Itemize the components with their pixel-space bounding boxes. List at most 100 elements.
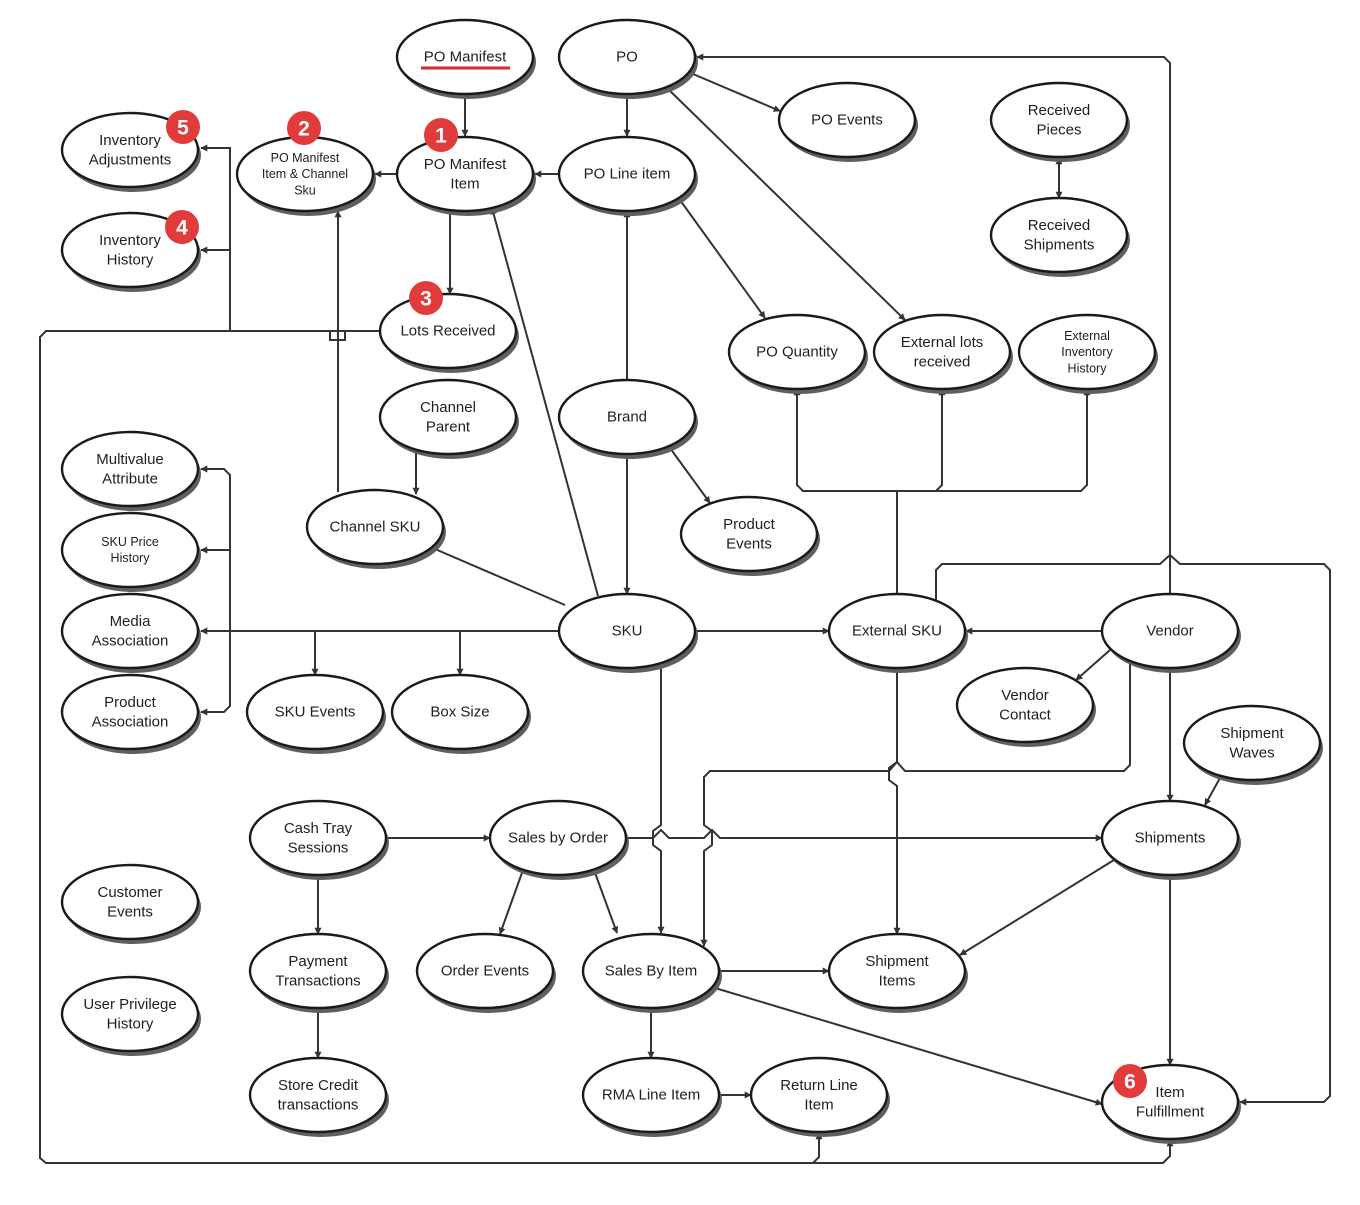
node-po[interactable]: PO: [557, 18, 698, 99]
node-shape: [1017, 313, 1157, 391]
node-label: Shipments: [1024, 236, 1095, 253]
node-channel-sku[interactable]: Channel SKU: [305, 488, 446, 569]
node-shape: [60, 673, 200, 751]
node-shape: [749, 1056, 889, 1134]
node-box-size[interactable]: Box Size: [390, 673, 531, 754]
edge-sales-by-order-to-shipments: [626, 828, 1103, 842]
node-po-events[interactable]: PO Events: [777, 81, 918, 162]
node-label: PO Manifest: [271, 151, 340, 165]
badge-number: 6: [1124, 1071, 1136, 1094]
node-shape: [557, 135, 697, 213]
node-shape: [955, 666, 1095, 744]
node-label: Vendor: [1146, 623, 1194, 640]
node-label: Vendor: [1001, 687, 1049, 704]
node-sales-by-item[interactable]: Sales By Item: [581, 932, 722, 1013]
badge-circle: [166, 110, 200, 144]
node-shape: [557, 592, 697, 670]
edge-po-to-po-events: [692, 73, 781, 112]
edge-external-sku-to-item-fulfillment: [935, 553, 1331, 1106]
node-label: Sales By Item: [605, 963, 698, 980]
node-label: External lots: [901, 334, 984, 351]
edge-sku-to-sales-by-item: [652, 667, 665, 934]
node-po-line-item[interactable]: PO Line item: [557, 135, 698, 216]
node-label: PO Quantity: [756, 344, 838, 361]
node-shape: [827, 932, 967, 1010]
edge-sales-by-item-to-item-fulfillment: [714, 987, 1103, 1106]
step-badge-inventory-adjustments: 5: [166, 110, 200, 144]
node-label: Sales by Order: [508, 830, 608, 847]
node-label: Contact: [999, 706, 1052, 723]
node-shape: [395, 18, 535, 96]
node-label: Events: [107, 903, 153, 920]
node-label: Fulfillment: [1136, 1103, 1205, 1120]
node-order-events[interactable]: Order Events: [415, 932, 556, 1013]
node-shape: [989, 81, 1129, 159]
node-shape: [60, 592, 200, 670]
node-po-quantity[interactable]: PO Quantity: [727, 313, 868, 394]
node-shape: [777, 81, 917, 159]
node-rma-line-item[interactable]: RMA Line Item: [581, 1056, 722, 1137]
node-shape: [1182, 704, 1322, 782]
edge-lots-received-to-item-fulfillment: [39, 330, 1174, 1164]
badge-number: 1: [435, 125, 447, 148]
badge-number: 5: [177, 117, 189, 140]
node-sales-by-order[interactable]: Sales by Order: [488, 799, 629, 880]
node-label: Association: [92, 632, 169, 649]
node-label: Product: [104, 694, 157, 711]
node-label: Pieces: [1036, 121, 1081, 138]
node-lots-received[interactable]: Lots Received: [378, 292, 519, 373]
node-sku-events[interactable]: SKU Events: [245, 673, 386, 754]
edge-external-sku-to-shipment-items: [888, 668, 901, 935]
edge-sales-by-order-to-order-events: [498, 869, 524, 935]
node-label: User Privilege: [83, 996, 176, 1013]
node-shape: [60, 863, 200, 941]
node-label: Inventory: [99, 232, 161, 249]
node-label: PO Manifest: [424, 156, 507, 173]
badge-number: 2: [298, 118, 310, 141]
node-label: Received: [1028, 102, 1091, 119]
node-label: PO Manifest: [424, 49, 507, 66]
edge-sku-bus-to-product-association: [200, 631, 231, 716]
node-label: Order Events: [441, 963, 529, 980]
node-label: Cash Tray: [284, 820, 353, 837]
node-label: RMA Line Item: [602, 1087, 700, 1104]
node-label: Sessions: [288, 839, 349, 856]
node-shape: [1100, 592, 1240, 670]
node-sku[interactable]: SKU: [557, 592, 698, 673]
node-shape: [395, 135, 535, 213]
edge-vendor-to-sales-by-item: [700, 664, 1131, 947]
node-brand[interactable]: Brand: [557, 378, 698, 459]
node-label: SKU Price: [101, 535, 159, 549]
node-vendor[interactable]: Vendor: [1100, 592, 1241, 673]
edge-po-to-external-lots: [666, 87, 906, 321]
node-shipments[interactable]: Shipments: [1100, 799, 1241, 880]
node-po-manifest[interactable]: PO Manifest: [395, 18, 536, 99]
node-label: Inventory: [1061, 345, 1113, 359]
step-badge-item-fulfillment: 6: [1113, 1064, 1147, 1098]
node-external-sku[interactable]: External SKU: [827, 592, 968, 673]
